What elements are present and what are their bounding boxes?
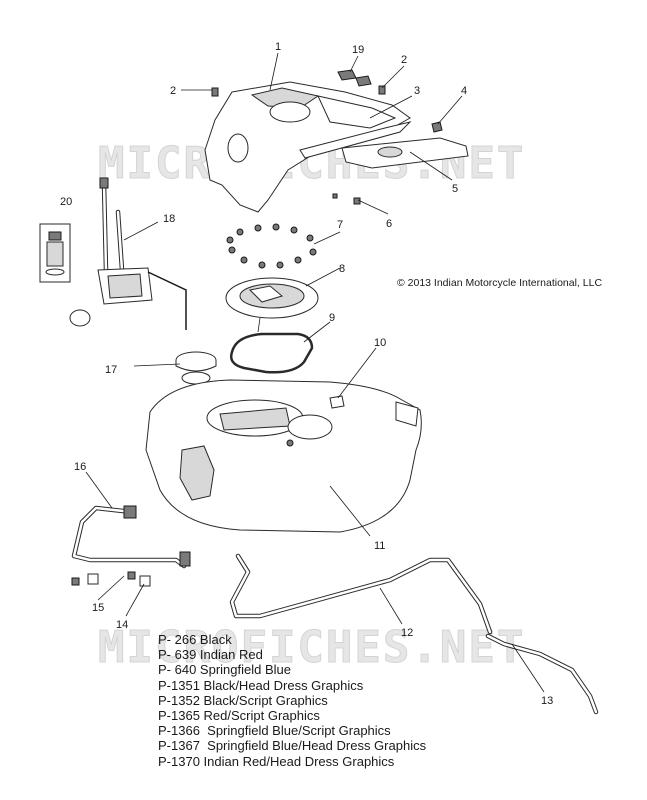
fuel-tank-part [145,379,422,533]
watermark-bottom: MICROFICHES.NET [98,622,525,673]
callout-8: 8 [339,263,345,275]
screw-part [211,85,386,97]
callout-19: 19 [352,44,364,56]
fuel-pump-part [97,177,187,330]
legend-item: P- 639 Indian Red [158,647,263,663]
callout-3: 3 [414,85,420,97]
callout-10: 10 [374,337,386,349]
fuel-line-13-part [485,633,599,715]
plug-pair-part [337,69,372,87]
callout-1: 1 [275,41,281,53]
legend-item: P- 640 Springfield Blue [158,662,291,678]
callout-20: 20 [60,196,72,208]
clip-part [431,121,443,133]
legend-item: P-1365 Red/Script Graphics [158,708,320,724]
callout-15: 15 [92,602,104,614]
legend-item: P-1367 Springfield Blue/Head Dress Graph… [158,738,427,754]
callout-18: 18 [163,213,175,225]
leader-lines [85,52,545,693]
callout-16: 16 [74,461,86,473]
small-screw-part [332,193,338,199]
callout-9: 9 [329,312,335,324]
legend-item: P-1370 Indian Red/Head Dress Graphics [158,753,395,769]
fuel-line-part [229,553,493,635]
vent-part [329,395,345,409]
callout-5: 5 [452,183,458,195]
legend-item: P-1352 Black/Script Graphics [158,692,328,708]
vent-hose-part [71,505,191,569]
callout-13: 13 [541,695,553,707]
pump-flange-part [225,277,319,333]
nut-ring-part [226,223,317,269]
filter-sock-part [69,309,91,327]
callout-17: 17 [105,364,117,376]
callout-2: 2 [401,54,407,66]
legend-item: P- 266 Black [158,632,232,647]
gasket-part [230,332,314,374]
plate-part [341,137,469,169]
filter-part [39,223,71,283]
callout-2: 2 [170,85,176,97]
callout-7: 7 [337,219,343,231]
tank-console-part [204,81,412,213]
copyright-notice: © 2013 Indian Motorcycle International, … [397,277,603,289]
fuel-cap-part [175,351,217,385]
callout-12: 12 [401,627,413,639]
callout-11: 11 [374,540,385,552]
callout-4: 4 [461,85,467,97]
callout-6: 6 [386,218,392,230]
color-code-legend: P- 266 Black P- 639 Indian Red P- 640 Sp… [158,632,426,769]
callout-14: 14 [116,619,128,631]
legend-item: P-1366 Springfield Blue/Script Graphics [158,723,391,739]
legend-item: P-1351 Black/Head Dress Graphics [158,677,364,693]
fitting-parts [71,571,151,587]
callouts: 1 2 2 3 4 5 6 7 8 9 10 11 12 13 14 15 16… [60,41,553,707]
small-screw-part [353,197,361,205]
